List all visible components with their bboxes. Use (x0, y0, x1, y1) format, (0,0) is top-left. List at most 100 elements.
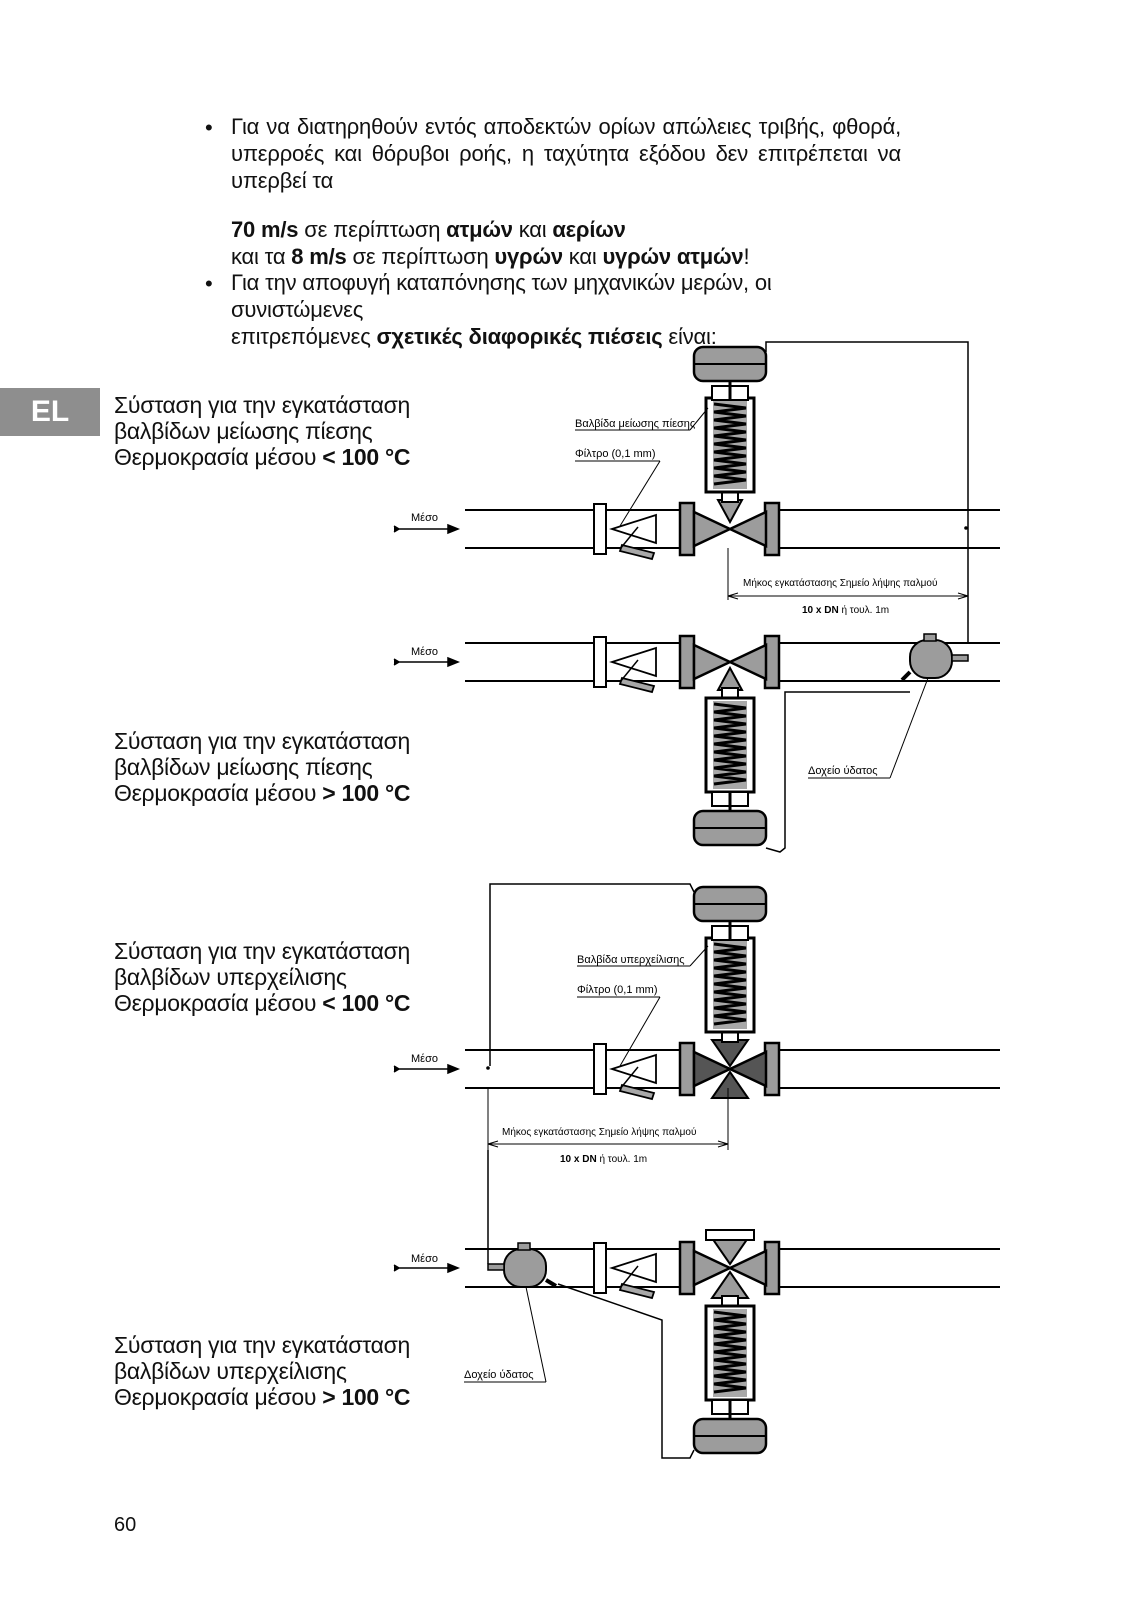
spring-icon (704, 936, 756, 1034)
text: επιτρεπόμενες (231, 324, 377, 349)
intro-line: επιτρεπόμενες σχετικές διαφορικές πιέσει… (231, 323, 901, 350)
filter-icon (611, 647, 657, 693)
text: και τα (231, 244, 292, 269)
intro-line: Για να διατηρηθούν εντός αποδεκτών ορίων… (231, 114, 901, 139)
text: Θερμοκρασία μέσου (114, 444, 323, 470)
pipe-flange (593, 503, 607, 555)
caption-overflow-above-100: Σύσταση για την εγκατάσταση βαλβίδων υπε… (114, 1332, 454, 1410)
spring-icon (704, 1304, 756, 1402)
pipe-flange (593, 1242, 607, 1294)
label-water-tank: Δοχείο ύδατος (808, 765, 878, 777)
label-overflow-valve: Βαλβίδα υπερχείλισης (577, 954, 685, 966)
diagram-overflow-above-100: Δοχείο ύδατος Μέσο (393, 1150, 1000, 1459)
filter-icon (611, 1253, 657, 1299)
valve-body (692, 643, 768, 681)
speed-limits: 70 m/s σε περίπτωση ατμών και αερίων και… (231, 216, 901, 270)
caption-line: Σύσταση για την εγκατάσταση (114, 938, 410, 964)
label-water-tank: Δοχείο ύδατος (464, 1369, 534, 1381)
impulse-line (489, 883, 695, 1066)
caption-line: Σύσταση για την εγκατάσταση (114, 728, 410, 754)
valve-flange (678, 1041, 696, 1097)
speed-value: 8 m/s (291, 244, 347, 269)
speed-value: 70 m/s (231, 217, 299, 242)
label-medium: Μέσο (411, 1253, 438, 1265)
caption-reducing-above-100: Σύσταση για την εγκατάσταση βαλβίδων μεί… (114, 728, 454, 806)
intro-line: υπερροές και θόρυβοι ροής, η ταχύτητα εξ… (231, 141, 901, 166)
text: ατμών (446, 217, 513, 242)
diagram-reducing-above-100: Δοχείο ύδατος Μέσο (393, 528, 1000, 853)
valve-plug (716, 499, 744, 525)
intro-line: Για την αποφυγή καταπόνησης των μηχανικώ… (231, 270, 772, 322)
caption-line: Σύσταση για την εγκατάσταση (114, 392, 410, 418)
spring-icon (704, 696, 756, 794)
caption-line: Θερμοκρασία μέσου < 100 °C (114, 444, 454, 470)
label-distance: 10 x DN ή τουλ. 1m (560, 1153, 647, 1165)
water-tank-icon (487, 1242, 558, 1288)
impulse-line (557, 1283, 695, 1459)
label-filter: Φίλτρο (0,1 mm) (577, 984, 658, 996)
flow-arrow-icon (393, 523, 461, 535)
valve-plug (710, 1237, 750, 1266)
caption-line: βαλβίδων υπερχείλισης (114, 1358, 347, 1384)
flow-arrow-icon (393, 656, 461, 668)
impulse-line (765, 691, 910, 853)
label-medium: Μέσο (411, 646, 438, 658)
caption-line: βαλβίδων υπερχείλισης (114, 964, 347, 990)
valve-plug (716, 665, 744, 691)
text: σχετικές διαφορικές πιέσεις (376, 324, 663, 349)
pipe-flange (593, 636, 607, 688)
valve-flange (678, 1240, 696, 1296)
caption-line: Θερμοκρασία μέσου < 100 °C (114, 990, 454, 1016)
intro-line: υπερβεί τα (231, 168, 334, 193)
text: Θερμοκρασία μέσου (114, 780, 323, 806)
caption-reducing-below-100: Σύσταση για την εγκατάσταση βαλβίδων μεί… (114, 392, 454, 470)
label-reducing-valve: Βαλβίδα μείωσης πίεσης (575, 418, 695, 430)
intro-paragraph-1: Για να διατηρηθούν εντός αποδεκτών ορίων… (231, 113, 901, 194)
text: ! (743, 244, 750, 269)
speed-limit-liquid: και τα 8 m/s σε περίπτωση υγρών και υγρώ… (231, 243, 901, 270)
caption-line: Θερμοκρασία μέσου > 100 °C (114, 1384, 454, 1410)
label-install-length: Μήκος εγκατάστασης Σημείο λήψης παλμού (743, 577, 937, 589)
intro-paragraph-2: Για την αποφυγή καταπόνησης των μηχανικώ… (231, 269, 901, 350)
bullet-1: • (205, 115, 213, 140)
unit: °C (378, 990, 411, 1016)
unit: °C (378, 444, 411, 470)
valve-body (692, 1249, 768, 1287)
caption-line: βαλβίδων μείωσης πίεσης (114, 754, 373, 780)
text: και (562, 244, 603, 269)
caption-line: Θερμοκρασία μέσου > 100 °C (114, 780, 454, 806)
temperature: < 100 (322, 444, 379, 470)
diaphragm-actuator (692, 345, 768, 383)
label-medium: Μέσο (411, 1053, 438, 1065)
text: αερίων (552, 217, 626, 242)
text: Θερμοκρασία μέσου (114, 1384, 323, 1410)
filter-icon (611, 514, 657, 560)
pipe-flange (593, 1043, 607, 1095)
temperature: > 100 (322, 1384, 379, 1410)
valve-flange (678, 634, 696, 690)
diaphragm-actuator (692, 885, 768, 923)
caption-line: βαλβίδων μείωσης πίεσης (114, 418, 373, 444)
caption-line: Σύσταση για την εγκατάσταση (114, 1332, 410, 1358)
temperature: < 100 (322, 990, 379, 1016)
language-tab: EL (0, 388, 100, 436)
bullet-2: • (205, 271, 213, 296)
label-medium: Μέσο (411, 512, 438, 524)
label-install-length: Μήκος εγκατάστασης Σημείο λήψης παλμού (502, 1126, 696, 1138)
valve-body (692, 1050, 768, 1088)
valve-flange (678, 501, 696, 557)
impulse-line (765, 341, 969, 528)
unit: °C (378, 780, 411, 806)
label-distance: 10 x DN ή τουλ. 1m (802, 604, 889, 616)
label-filter: Φίλτρο (0,1 mm) (575, 448, 656, 460)
diaphragm-actuator (692, 1417, 768, 1455)
text: σε περίπτωση (346, 244, 495, 269)
speed-limit-gas: 70 m/s σε περίπτωση ατμών και αερίων (231, 216, 901, 243)
filter-icon (611, 1054, 657, 1100)
diaphragm-actuator (692, 809, 768, 847)
text: και (512, 217, 553, 242)
diagram-overflow-below-100: Βαλβίδα υπερχείλισης Φίλτρο (0,1 mm) Μέσ… (393, 883, 1000, 1165)
text: σε περίπτωση (298, 217, 447, 242)
text: υγρών ατμών (602, 244, 744, 269)
